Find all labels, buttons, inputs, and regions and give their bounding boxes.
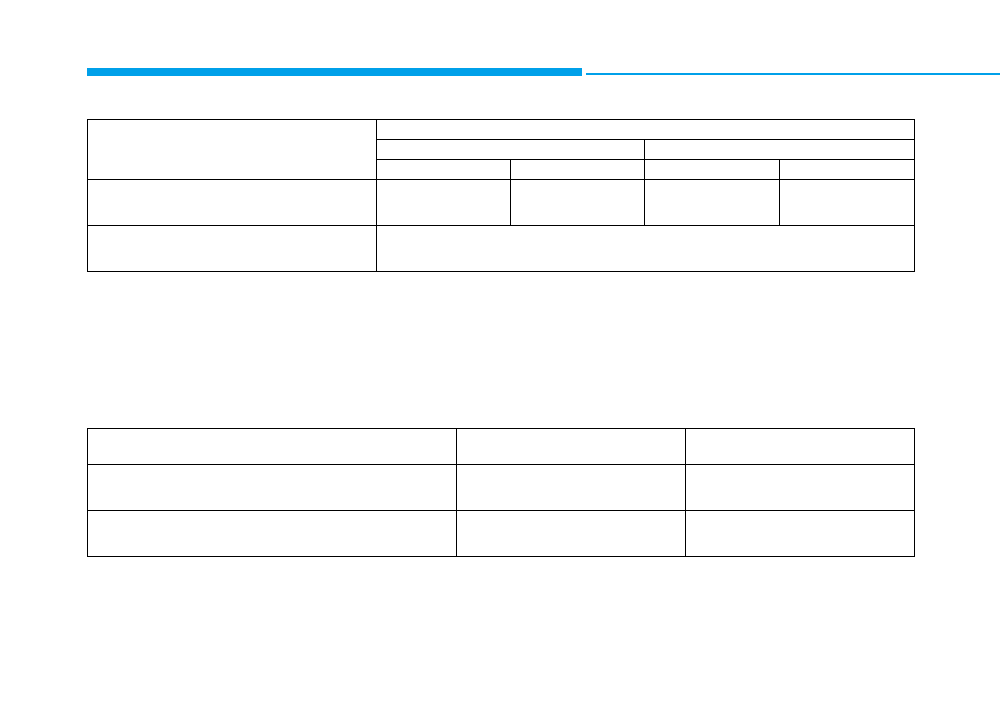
spec-table bbox=[87, 119, 915, 272]
table-row-label bbox=[87, 225, 377, 272]
table-column-header bbox=[685, 428, 915, 465]
table-subgroup-header bbox=[644, 139, 915, 160]
table-corner-cell bbox=[87, 119, 377, 180]
table-header-row bbox=[88, 159, 915, 180]
table-cell bbox=[644, 179, 780, 226]
table-column-header bbox=[87, 428, 457, 465]
header-rule-thin bbox=[586, 73, 1000, 75]
table-cell bbox=[376, 179, 511, 226]
table-cell bbox=[779, 179, 915, 226]
table-cell bbox=[456, 510, 686, 557]
table-group-header bbox=[376, 119, 915, 140]
table-row bbox=[87, 179, 915, 226]
table-header-row bbox=[87, 119, 915, 180]
table-row bbox=[87, 225, 915, 272]
table-cell bbox=[685, 510, 915, 557]
table-cell bbox=[87, 464, 457, 511]
table-cell bbox=[510, 179, 645, 226]
table-column-header bbox=[510, 159, 645, 180]
table-header-row bbox=[88, 139, 915, 160]
table-cell bbox=[87, 510, 457, 557]
table-subgroup-header bbox=[376, 139, 645, 160]
table-cell bbox=[456, 464, 686, 511]
header-rule-thick bbox=[87, 68, 582, 76]
table-row-label bbox=[87, 179, 377, 226]
table-header-row bbox=[87, 428, 915, 465]
table-cell bbox=[685, 464, 915, 511]
table-row bbox=[87, 510, 915, 557]
table-column-header bbox=[456, 428, 686, 465]
table-column-header bbox=[376, 159, 511, 180]
second-table bbox=[87, 428, 915, 557]
table-merged-cell bbox=[376, 225, 915, 272]
table-column-header bbox=[644, 159, 780, 180]
table-column-header bbox=[779, 159, 915, 180]
table-row bbox=[87, 464, 915, 511]
